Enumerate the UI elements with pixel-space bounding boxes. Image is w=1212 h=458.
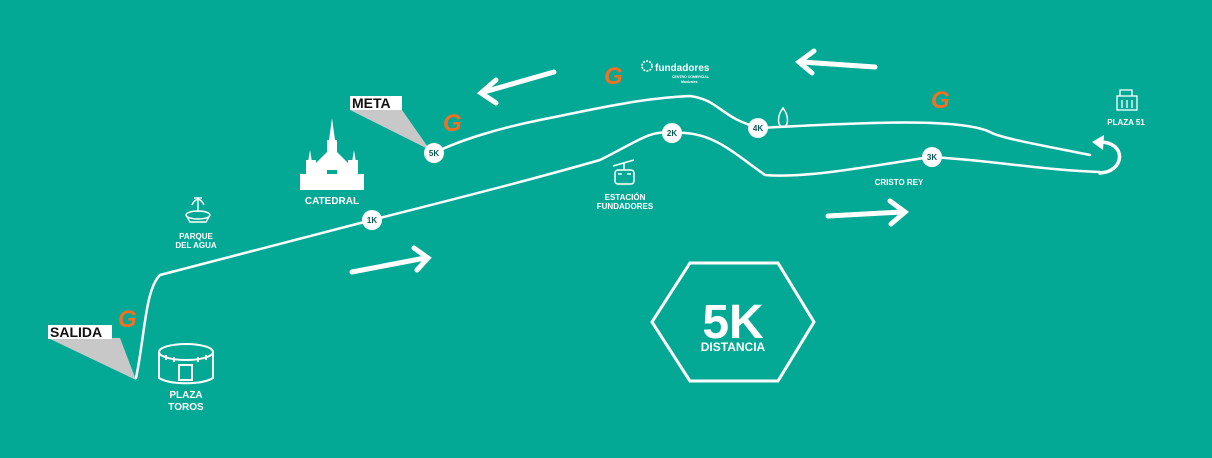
water-drop-icon	[777, 106, 789, 128]
parque-agua-label: PARQUE	[179, 232, 213, 241]
fountain-icon	[185, 197, 211, 223]
cable-car-icon	[612, 159, 635, 185]
km-label: 4K	[753, 124, 763, 133]
direction-arrow-icon	[476, 69, 557, 106]
direction-arrow-icon	[349, 245, 432, 275]
distance-value: 5K	[702, 296, 764, 349]
km-marker-5k: 5K	[424, 143, 444, 163]
km-label: 3K	[927, 153, 937, 162]
estacion-label: FUNDADORES	[597, 202, 654, 211]
building-icon	[1116, 89, 1138, 111]
sponsor-name: fundadores	[655, 63, 710, 74]
start-label: SALIDA	[50, 324, 102, 340]
hydration-icon: G	[931, 87, 950, 114]
km-label: 5K	[429, 149, 439, 158]
distance-badge: 5K DISTANCIA	[650, 261, 816, 383]
start-flag-pointer	[48, 338, 136, 380]
cathedral-icon	[300, 118, 364, 190]
km-marker-3k: 3K	[922, 147, 942, 167]
start-flag	[48, 325, 112, 339]
km-marker-2k: 2K	[662, 123, 682, 143]
parque-agua-label: DEL AGUA	[175, 241, 217, 250]
km-marker-4k: 4K	[748, 118, 768, 138]
fundadores-logo: fundadores CENTRO COMERCIAL Manizales	[641, 60, 710, 84]
finish-flag-pointer	[350, 110, 430, 150]
distance-word: DISTANCIA	[701, 340, 766, 354]
cristo-rey-label: CRISTO REY	[875, 178, 924, 187]
sponsor-tagline: CENTRO COMERCIAL	[672, 75, 710, 79]
hydration-icon: G	[118, 306, 137, 333]
km-marker-1k: 1K	[362, 210, 382, 230]
direction-arrow-icon	[794, 48, 878, 76]
hydration-icon: G	[604, 63, 623, 90]
estacion-label: ESTACIÓN	[605, 193, 646, 202]
plaza-toros-label: PLAZA	[169, 390, 202, 401]
hydration-icon: G	[443, 110, 462, 137]
bullring-icon	[158, 343, 214, 385]
direction-arrow-icon	[825, 198, 910, 227]
km-label: 2K	[667, 129, 677, 138]
sun-logo-icon	[641, 60, 653, 72]
sponsor-city: Manizales	[681, 80, 698, 84]
u-turn-icon	[1098, 140, 1122, 175]
plaza-toros-label: TOROS	[168, 402, 204, 413]
km-label: 1K	[367, 216, 377, 225]
plaza51-label: PLAZA 51	[1107, 118, 1145, 127]
route-return	[432, 94, 1092, 157]
catedral-label: CATEDRAL	[305, 196, 359, 207]
finish-label: META	[352, 95, 391, 111]
finish-flag	[350, 96, 402, 110]
